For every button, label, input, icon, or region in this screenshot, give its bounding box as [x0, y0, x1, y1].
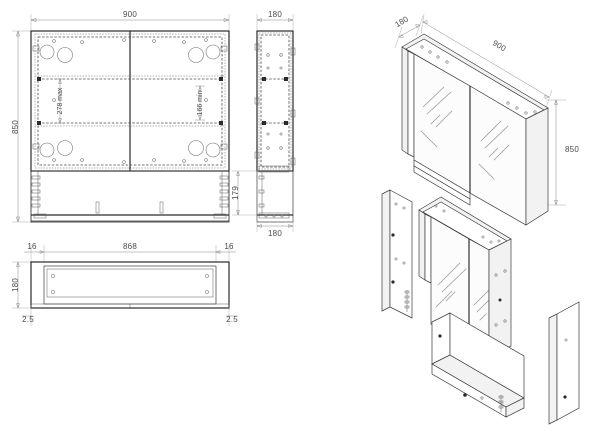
- isometric-exploded-view: [381, 189, 580, 425]
- iso-height-dimension: [546, 99, 566, 206]
- exploded-left-side-panel: [381, 189, 413, 319]
- shelf-gap-min-dimension: [195, 85, 205, 121]
- side-lower-height-label: 179: [231, 186, 240, 200]
- side-elevation-view: [232, 14, 296, 232]
- exploded-bottom-shelf: [431, 312, 525, 418]
- side-depth-top-dimension: [256, 14, 294, 30]
- iso-height-label: 850: [565, 145, 579, 154]
- shelf-gap-max-label: 278 max: [57, 87, 64, 114]
- iso-width-dimension: [420, 13, 553, 109]
- shelf-gap-min-label: 166 min: [197, 90, 204, 115]
- front-width-dimension: [30, 14, 230, 30]
- side-depth-bottom-label: 180: [268, 229, 282, 238]
- exploded-right-side-panel: [548, 301, 580, 425]
- exploded-mirror-reflection-left: [435, 262, 467, 308]
- shelf-inset-left-label: 16: [27, 242, 37, 251]
- shelf-span-label: 868: [123, 242, 137, 251]
- shelf-plan-offset-dimensions: [22, 305, 238, 326]
- side-lower-height-dimension: [232, 170, 258, 216]
- shelf-gap-max-dimension: [55, 78, 65, 124]
- isometric-assembled-view: [394, 13, 566, 226]
- front-height-dimension: [12, 30, 32, 223]
- shelf-offset-left-label: 2.5: [22, 315, 34, 324]
- shelf-plan-depth-dimension: [12, 261, 32, 309]
- mirror-reflection-left: [420, 86, 453, 148]
- shelf-depth-label: 180: [11, 278, 20, 292]
- side-depth-top-label: 180: [268, 10, 282, 19]
- shelf-plan-view: [12, 245, 238, 326]
- front-elevation-view: [12, 14, 230, 223]
- iso-width-label: 900: [491, 38, 508, 53]
- shelf-plan-width-dimensions: [24, 245, 236, 262]
- shelf-inset-right-label: 16: [224, 242, 234, 251]
- front-width-label: 900: [123, 10, 137, 19]
- front-height-label: 850: [11, 120, 20, 134]
- side-depth-bottom-dimension: [256, 216, 294, 232]
- shelf-offset-right-label: 2.5: [226, 315, 238, 324]
- iso-depth-dimension: [394, 15, 424, 49]
- mirror-reflection-right: [478, 120, 510, 180]
